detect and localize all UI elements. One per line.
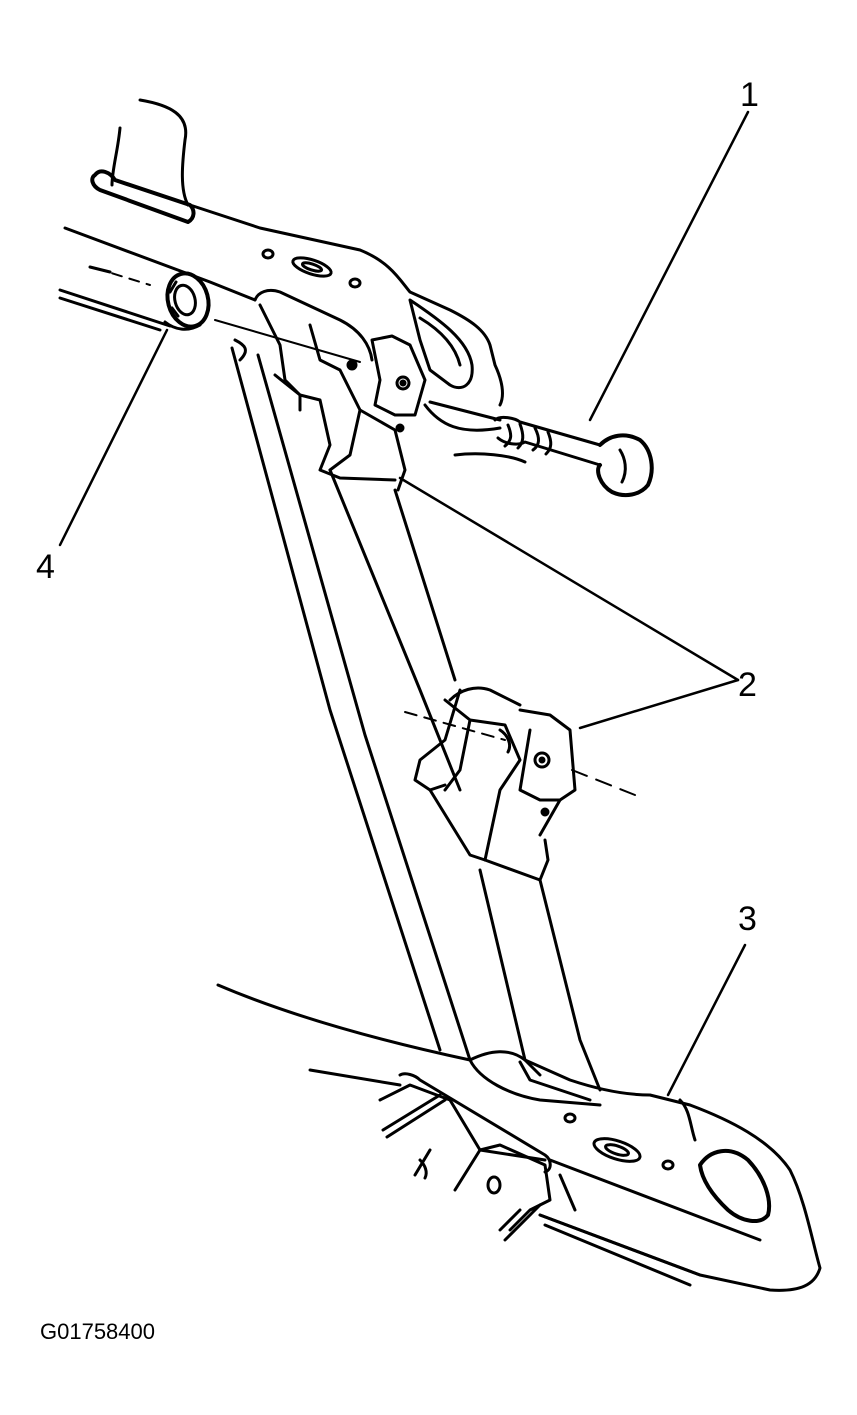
upper-bracket xyxy=(233,288,427,492)
lower-frame-rail xyxy=(216,983,822,1292)
bolt-part xyxy=(94,267,654,498)
figure-id-label: G01758400 xyxy=(40,1319,155,1344)
callout-1: 1 xyxy=(740,76,759,114)
leader-lines xyxy=(58,110,750,1097)
bushing-part xyxy=(163,271,211,331)
crossmember-arm xyxy=(230,346,602,1092)
callout-2: 2 xyxy=(738,666,757,704)
upper-frame-rail xyxy=(58,98,504,407)
callout-4: 4 xyxy=(36,548,55,586)
callout-3: 3 xyxy=(738,900,757,938)
middle-bracket xyxy=(404,686,636,882)
